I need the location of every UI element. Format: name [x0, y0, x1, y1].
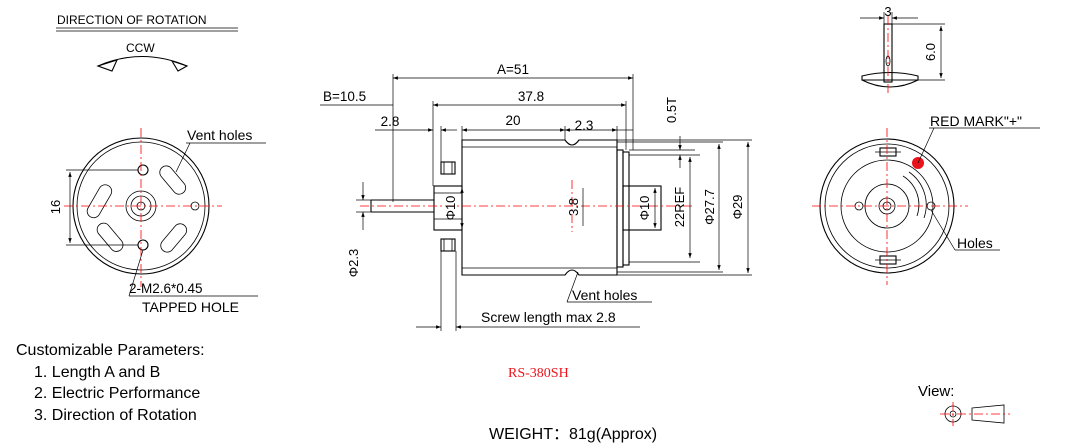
dim-phi27-7: Φ27.7 [702, 189, 717, 225]
red-mark-label: RED MARK"+" [930, 113, 1022, 129]
projection-symbol-icon [940, 402, 1010, 426]
dim-a: A=51 [497, 62, 529, 77]
dim-0-5t: 0.5T [664, 97, 679, 123]
dim-6: 6.0 [923, 43, 938, 61]
rotation-direction: CCW [126, 41, 155, 55]
params-title: Customizable Parameters: [16, 342, 205, 359]
dim-20: 20 [505, 113, 520, 128]
dim-3: 3 [884, 4, 891, 19]
vent-hole-slots [86, 165, 188, 253]
dim-phi29: Φ29 [730, 195, 745, 220]
side-vent-holes-label: Vent holes [572, 287, 637, 303]
front-view: 16 Vent holes 2-M2.6*0.45 TAPPED HOLE [48, 127, 266, 315]
dim-2-8: 2.8 [381, 114, 400, 129]
rotation-title: DIRECTION OF ROTATION [57, 13, 207, 27]
terminal-view: 3 6.0 [860, 4, 945, 95]
customizable-parameters: Customizable Parameters: 1. Length A and… [16, 340, 205, 426]
ccw-arrow-icon [96, 55, 189, 72]
dim-phi2-3: Φ2.3 [346, 249, 361, 277]
tapped-hole-top [137, 164, 149, 176]
param-item: 2. Electric Performance [34, 385, 201, 402]
dim-b: B=10.5 [323, 89, 366, 104]
screw-length-label: Screw length max 2.8 [481, 309, 616, 325]
tapped-hole-label: TAPPED HOLE [142, 299, 239, 315]
dim-3-8: 3.8 [566, 198, 581, 216]
rear-view: RED MARK"+" Holes [812, 113, 1040, 285]
view-label: View: [918, 383, 955, 400]
param-item: 1. Length A and B [34, 363, 161, 381]
tapped-hole-bottom [137, 239, 149, 251]
dim-16: 16 [48, 200, 63, 214]
weight-label: WEIGHT：81g(Approx) [489, 426, 658, 443]
dim-phi10-left: Φ10 [443, 196, 458, 221]
side-view: A=51 37.8 B=10.5 2.8 20 2.3 0.5T Φ10 3 [320, 62, 752, 331]
front-vent-holes-label: Vent holes [187, 127, 252, 143]
dim-phi10-right: Φ10 [637, 196, 652, 221]
dim-37-8: 37.8 [518, 89, 544, 104]
param-item: 3. Direction of Rotation [34, 406, 197, 424]
rotation-indicator: DIRECTION OF ROTATION CCW [56, 13, 238, 72]
holes-label: Holes [957, 235, 993, 251]
dim-2-3: 2.3 [575, 118, 594, 133]
tapped-hole-dim: 2-M2.6*0.45 [129, 281, 203, 296]
dim-22ref: 22REF [672, 187, 687, 228]
model-name: RS-380SH [508, 366, 569, 381]
